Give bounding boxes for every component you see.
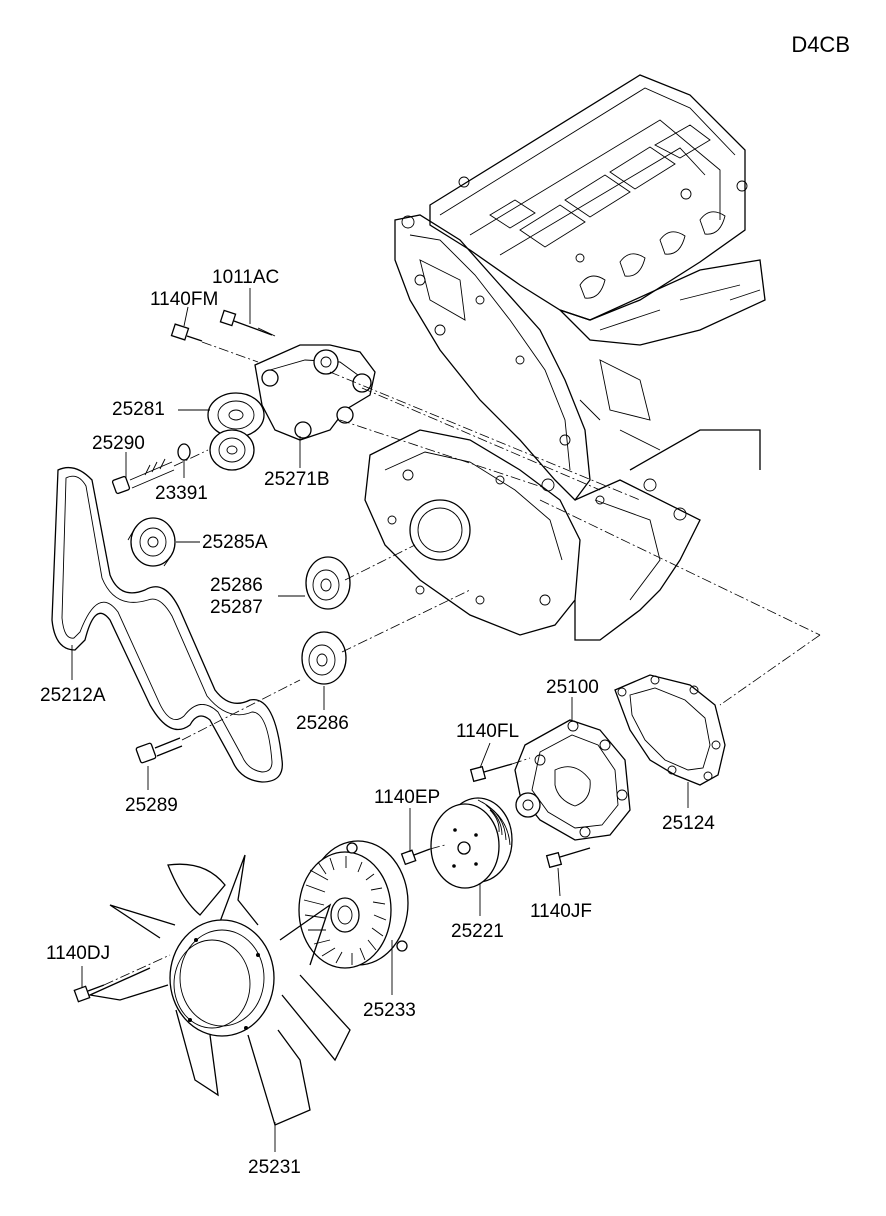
part-label-25286-upper[interactable]: 25286 bbox=[210, 575, 263, 596]
part-label-25212A[interactable]: 25212A bbox=[40, 685, 106, 706]
fan-clutch-25233 bbox=[298, 840, 409, 969]
bolt-1140FM bbox=[170, 323, 203, 342]
part-label-25289[interactable]: 25289 bbox=[125, 795, 178, 816]
part-label-1140EP[interactable]: 1140EP bbox=[374, 787, 441, 808]
drive-belt-25212A bbox=[51, 466, 283, 783]
tensioner-assembly bbox=[254, 344, 376, 441]
water-pump-pulley-25221 bbox=[430, 797, 513, 889]
part-label-25233[interactable]: 25233 bbox=[363, 1000, 416, 1021]
part-label-1140FM[interactable]: 1140FM bbox=[150, 289, 219, 310]
part-label-1140JF[interactable]: 1140JF bbox=[530, 901, 592, 922]
part-label-25231[interactable]: 25231 bbox=[248, 1157, 301, 1178]
bolt-1140FL bbox=[469, 763, 513, 783]
part-label-1140DJ[interactable]: 1140DJ bbox=[46, 943, 111, 964]
part-label-1011AC[interactable]: 1011AC bbox=[212, 267, 280, 288]
bolt-1011AC bbox=[219, 309, 276, 337]
idler-pulley-25285A bbox=[127, 517, 176, 567]
bolt-1140EP bbox=[400, 848, 431, 866]
part-label-1140FL[interactable]: 1140FL bbox=[456, 721, 520, 742]
idler-pulley-25286-upper bbox=[305, 556, 351, 610]
part-label-23391[interactable]: 23391 bbox=[155, 483, 208, 504]
part-label-25221[interactable]: 25221 bbox=[451, 921, 504, 942]
bolt-25290 bbox=[111, 458, 175, 495]
idler-pulley-upper bbox=[209, 429, 255, 471]
part-label-25271B[interactable]: 25271B bbox=[264, 469, 330, 490]
part-label-25124[interactable]: 25124 bbox=[662, 813, 715, 834]
part-label-25290[interactable]: 25290 bbox=[92, 433, 145, 454]
engine-block bbox=[364, 74, 766, 641]
engine-code: D4CB bbox=[791, 32, 850, 57]
part-label-25287[interactable]: 25287 bbox=[210, 597, 263, 618]
washer-23391 bbox=[177, 443, 191, 461]
part-label-25285A[interactable]: 25285A bbox=[202, 532, 268, 553]
bolt-25289 bbox=[135, 737, 183, 764]
assembly-lines bbox=[103, 341, 821, 986]
part-label-25281[interactable]: 25281 bbox=[112, 399, 165, 420]
bolt-1140JF bbox=[545, 847, 591, 869]
idler-pulley-25286-lower bbox=[301, 631, 347, 685]
water-pump-gasket-25124 bbox=[614, 674, 726, 786]
water-pump-25100 bbox=[514, 719, 631, 841]
part-label-25100[interactable]: 25100 bbox=[546, 677, 599, 698]
cooling-fan-25231 bbox=[87, 854, 351, 1126]
leader-lines bbox=[71, 288, 689, 1152]
bolt-1140DJ bbox=[73, 984, 105, 1003]
part-label-25286-lower[interactable]: 25286 bbox=[296, 713, 349, 734]
